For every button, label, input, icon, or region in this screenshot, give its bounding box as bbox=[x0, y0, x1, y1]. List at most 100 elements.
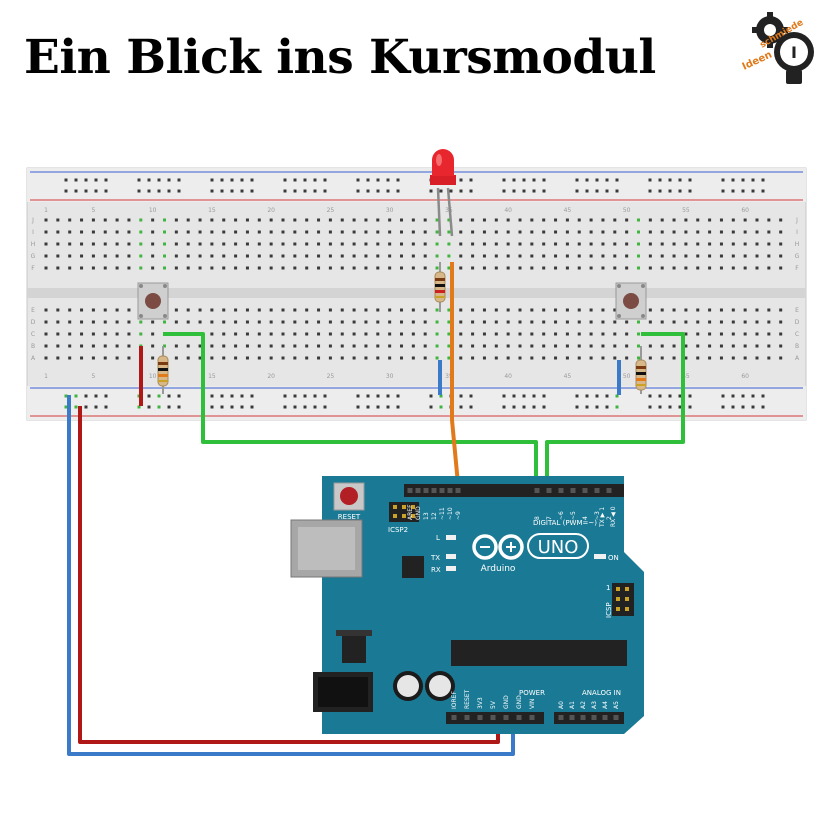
breadboard-hole bbox=[565, 230, 569, 234]
breadboard-hole bbox=[281, 230, 285, 234]
breadboard-hole bbox=[388, 218, 392, 222]
breadboard-hole bbox=[708, 230, 712, 234]
rail-hole bbox=[648, 189, 652, 193]
rail-hole bbox=[376, 394, 380, 398]
breadboard-hole bbox=[613, 230, 617, 234]
rail-hole bbox=[386, 189, 390, 193]
breadboard-hole bbox=[174, 266, 178, 270]
breadboard-hole bbox=[554, 254, 558, 258]
breadboard-hole bbox=[281, 320, 285, 324]
rail-hole bbox=[502, 394, 506, 398]
breadboard-hole bbox=[447, 242, 451, 246]
breadboard-hole bbox=[755, 242, 759, 246]
breadboard-hole bbox=[672, 254, 676, 258]
breadboard-hole bbox=[565, 320, 569, 324]
breadboard-hole bbox=[494, 230, 498, 234]
power-pin-sockets bbox=[451, 715, 535, 720]
arduino-infinity-logo-icon bbox=[472, 534, 524, 560]
rail-hole bbox=[459, 178, 463, 182]
breadboard-hole bbox=[518, 308, 522, 312]
breadboard-hole bbox=[565, 242, 569, 246]
breadboard-hole bbox=[103, 308, 107, 312]
rail-hole bbox=[293, 189, 297, 193]
rail-hole bbox=[502, 189, 506, 193]
rail-hole bbox=[167, 394, 171, 398]
breadboard-hole bbox=[613, 218, 617, 222]
reset-button[interactable] bbox=[333, 482, 365, 511]
pin-socket bbox=[431, 488, 437, 493]
breadboard-hole bbox=[672, 344, 676, 348]
column-label: 1 bbox=[44, 373, 48, 380]
breadboard-hole bbox=[198, 230, 202, 234]
breadboard-hole bbox=[80, 344, 84, 348]
breadboard-hole bbox=[210, 242, 214, 246]
rail-hole bbox=[585, 405, 589, 409]
breadboard-hole bbox=[293, 344, 297, 348]
pushbutton-2[interactable] bbox=[615, 282, 647, 320]
breadboard-hole bbox=[696, 308, 700, 312]
breadboard-hole bbox=[577, 266, 581, 270]
digital-pin-label: GND bbox=[415, 506, 422, 520]
breadboard-hole bbox=[127, 218, 131, 222]
column-label: 1 bbox=[44, 207, 48, 214]
breadboard-hole bbox=[163, 218, 166, 222]
breadboard-hole bbox=[376, 254, 380, 258]
breadboard-hole bbox=[222, 266, 226, 270]
breadboard-hole bbox=[234, 242, 238, 246]
rail-hole bbox=[741, 189, 745, 193]
breadboard-hole bbox=[767, 218, 771, 222]
column-label: 50 bbox=[623, 207, 631, 214]
rail-hole bbox=[396, 394, 400, 398]
breadboard-hole bbox=[269, 308, 273, 312]
breadboard-hole bbox=[257, 242, 261, 246]
breadboard-hole bbox=[554, 356, 558, 360]
icsp-label: ICSP bbox=[605, 602, 613, 618]
led-label-l: L bbox=[436, 534, 440, 542]
breadboard-hole bbox=[352, 344, 356, 348]
column-label: 30 bbox=[386, 373, 394, 380]
rail-hole bbox=[522, 189, 526, 193]
breadboard-hole bbox=[163, 320, 166, 324]
breadboard-hole bbox=[719, 344, 723, 348]
rail-hole bbox=[575, 405, 579, 409]
breadboard-hole bbox=[755, 308, 759, 312]
ideenschmiede-logo: I Ideen schmiede bbox=[741, 12, 814, 84]
rail-hole bbox=[751, 394, 755, 398]
analog-pin-label: A4 bbox=[602, 701, 609, 709]
rail-hole bbox=[721, 394, 725, 398]
pin-socket bbox=[477, 715, 483, 720]
breadboard-hole bbox=[435, 230, 439, 234]
breadboard-hole bbox=[222, 218, 226, 222]
breadboard-hole bbox=[139, 230, 143, 234]
rail-hole bbox=[147, 405, 151, 409]
breadboard-hole bbox=[139, 266, 143, 270]
breadboard-hole bbox=[731, 254, 735, 258]
breadboard-hole bbox=[388, 332, 392, 336]
breadboard-hole bbox=[328, 332, 332, 336]
breadboard-hole bbox=[447, 230, 451, 234]
rail-hole bbox=[585, 394, 589, 398]
rail-hole bbox=[459, 405, 463, 409]
breadboard-hole bbox=[376, 242, 380, 246]
breadboard-hole bbox=[103, 254, 107, 258]
rail-hole bbox=[177, 394, 181, 398]
breadboard-hole bbox=[352, 266, 356, 270]
breadboard-hole bbox=[613, 242, 617, 246]
pushbutton-1[interactable] bbox=[137, 282, 169, 320]
rail-hole bbox=[469, 189, 473, 193]
row-label: J bbox=[795, 217, 798, 224]
breadboard-hole bbox=[44, 308, 48, 312]
rail-hole bbox=[356, 189, 360, 193]
breadboard-hole bbox=[198, 320, 202, 324]
breadboard-hole bbox=[340, 332, 344, 336]
breadboard-hole bbox=[364, 344, 368, 348]
rail-hole bbox=[668, 394, 672, 398]
breadboard-hole bbox=[708, 266, 712, 270]
row-label: A bbox=[31, 355, 36, 362]
breadboard-hole bbox=[151, 320, 155, 324]
breadboard-hole bbox=[494, 242, 498, 246]
breadboard-hole bbox=[494, 320, 498, 324]
breadboard-hole bbox=[281, 356, 285, 360]
breadboard-hole bbox=[127, 320, 131, 324]
pin-socket bbox=[407, 488, 413, 493]
